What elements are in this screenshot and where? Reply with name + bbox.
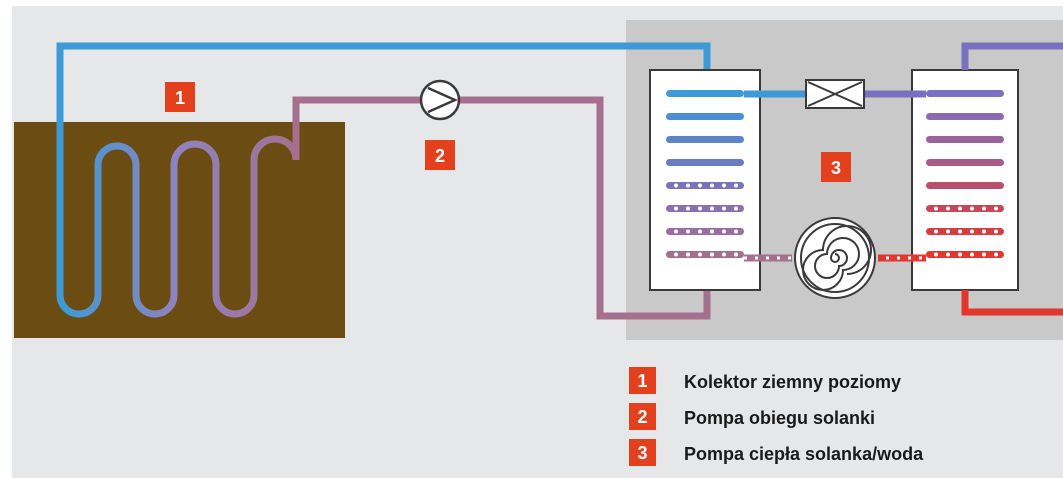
legend: 1 Kolektor ziemny poziomy 2 Pompa obiegu… bbox=[629, 367, 924, 466]
legend-number: 1 bbox=[637, 371, 647, 391]
heating-return-pipe bbox=[961, 290, 1063, 316]
legend-item: 1 Kolektor ziemny poziomy bbox=[629, 367, 901, 394]
badge-heat-pump: 3 bbox=[821, 152, 851, 182]
compressor-icon bbox=[792, 215, 878, 301]
legend-item: 3 Pompa ciepła solanka/woda bbox=[629, 439, 924, 466]
condenser-bars bbox=[926, 90, 1004, 258]
evaporator-bars bbox=[666, 90, 744, 258]
legend-label: Kolektor ziemny poziomy bbox=[684, 372, 901, 392]
ground-collector-coil bbox=[56, 135, 300, 318]
badge-heat-pump-label: 3 bbox=[831, 158, 841, 178]
legend-label: Pompa obiegu solanki bbox=[684, 408, 875, 428]
legend-number: 3 bbox=[637, 443, 647, 463]
brine-pump-icon bbox=[419, 79, 461, 121]
brine-supply-pipe bbox=[56, 42, 711, 140]
badge-collector-label: 1 bbox=[175, 88, 185, 108]
badge-pump-label: 2 bbox=[435, 146, 445, 166]
legend-number: 2 bbox=[637, 407, 647, 427]
brine-return-pipe-2 bbox=[460, 96, 711, 320]
ground-block bbox=[14, 122, 345, 338]
legend-label: Pompa ciepła solanka/woda bbox=[684, 444, 924, 464]
legend-item: 2 Pompa obiegu solanki bbox=[629, 403, 875, 430]
brine-return-pipe bbox=[292, 96, 420, 140]
expansion-valve-icon bbox=[805, 79, 865, 109]
badge-pump: 2 bbox=[425, 140, 455, 170]
heating-supply-pipe bbox=[961, 42, 1063, 70]
badge-collector: 1 bbox=[165, 82, 195, 112]
